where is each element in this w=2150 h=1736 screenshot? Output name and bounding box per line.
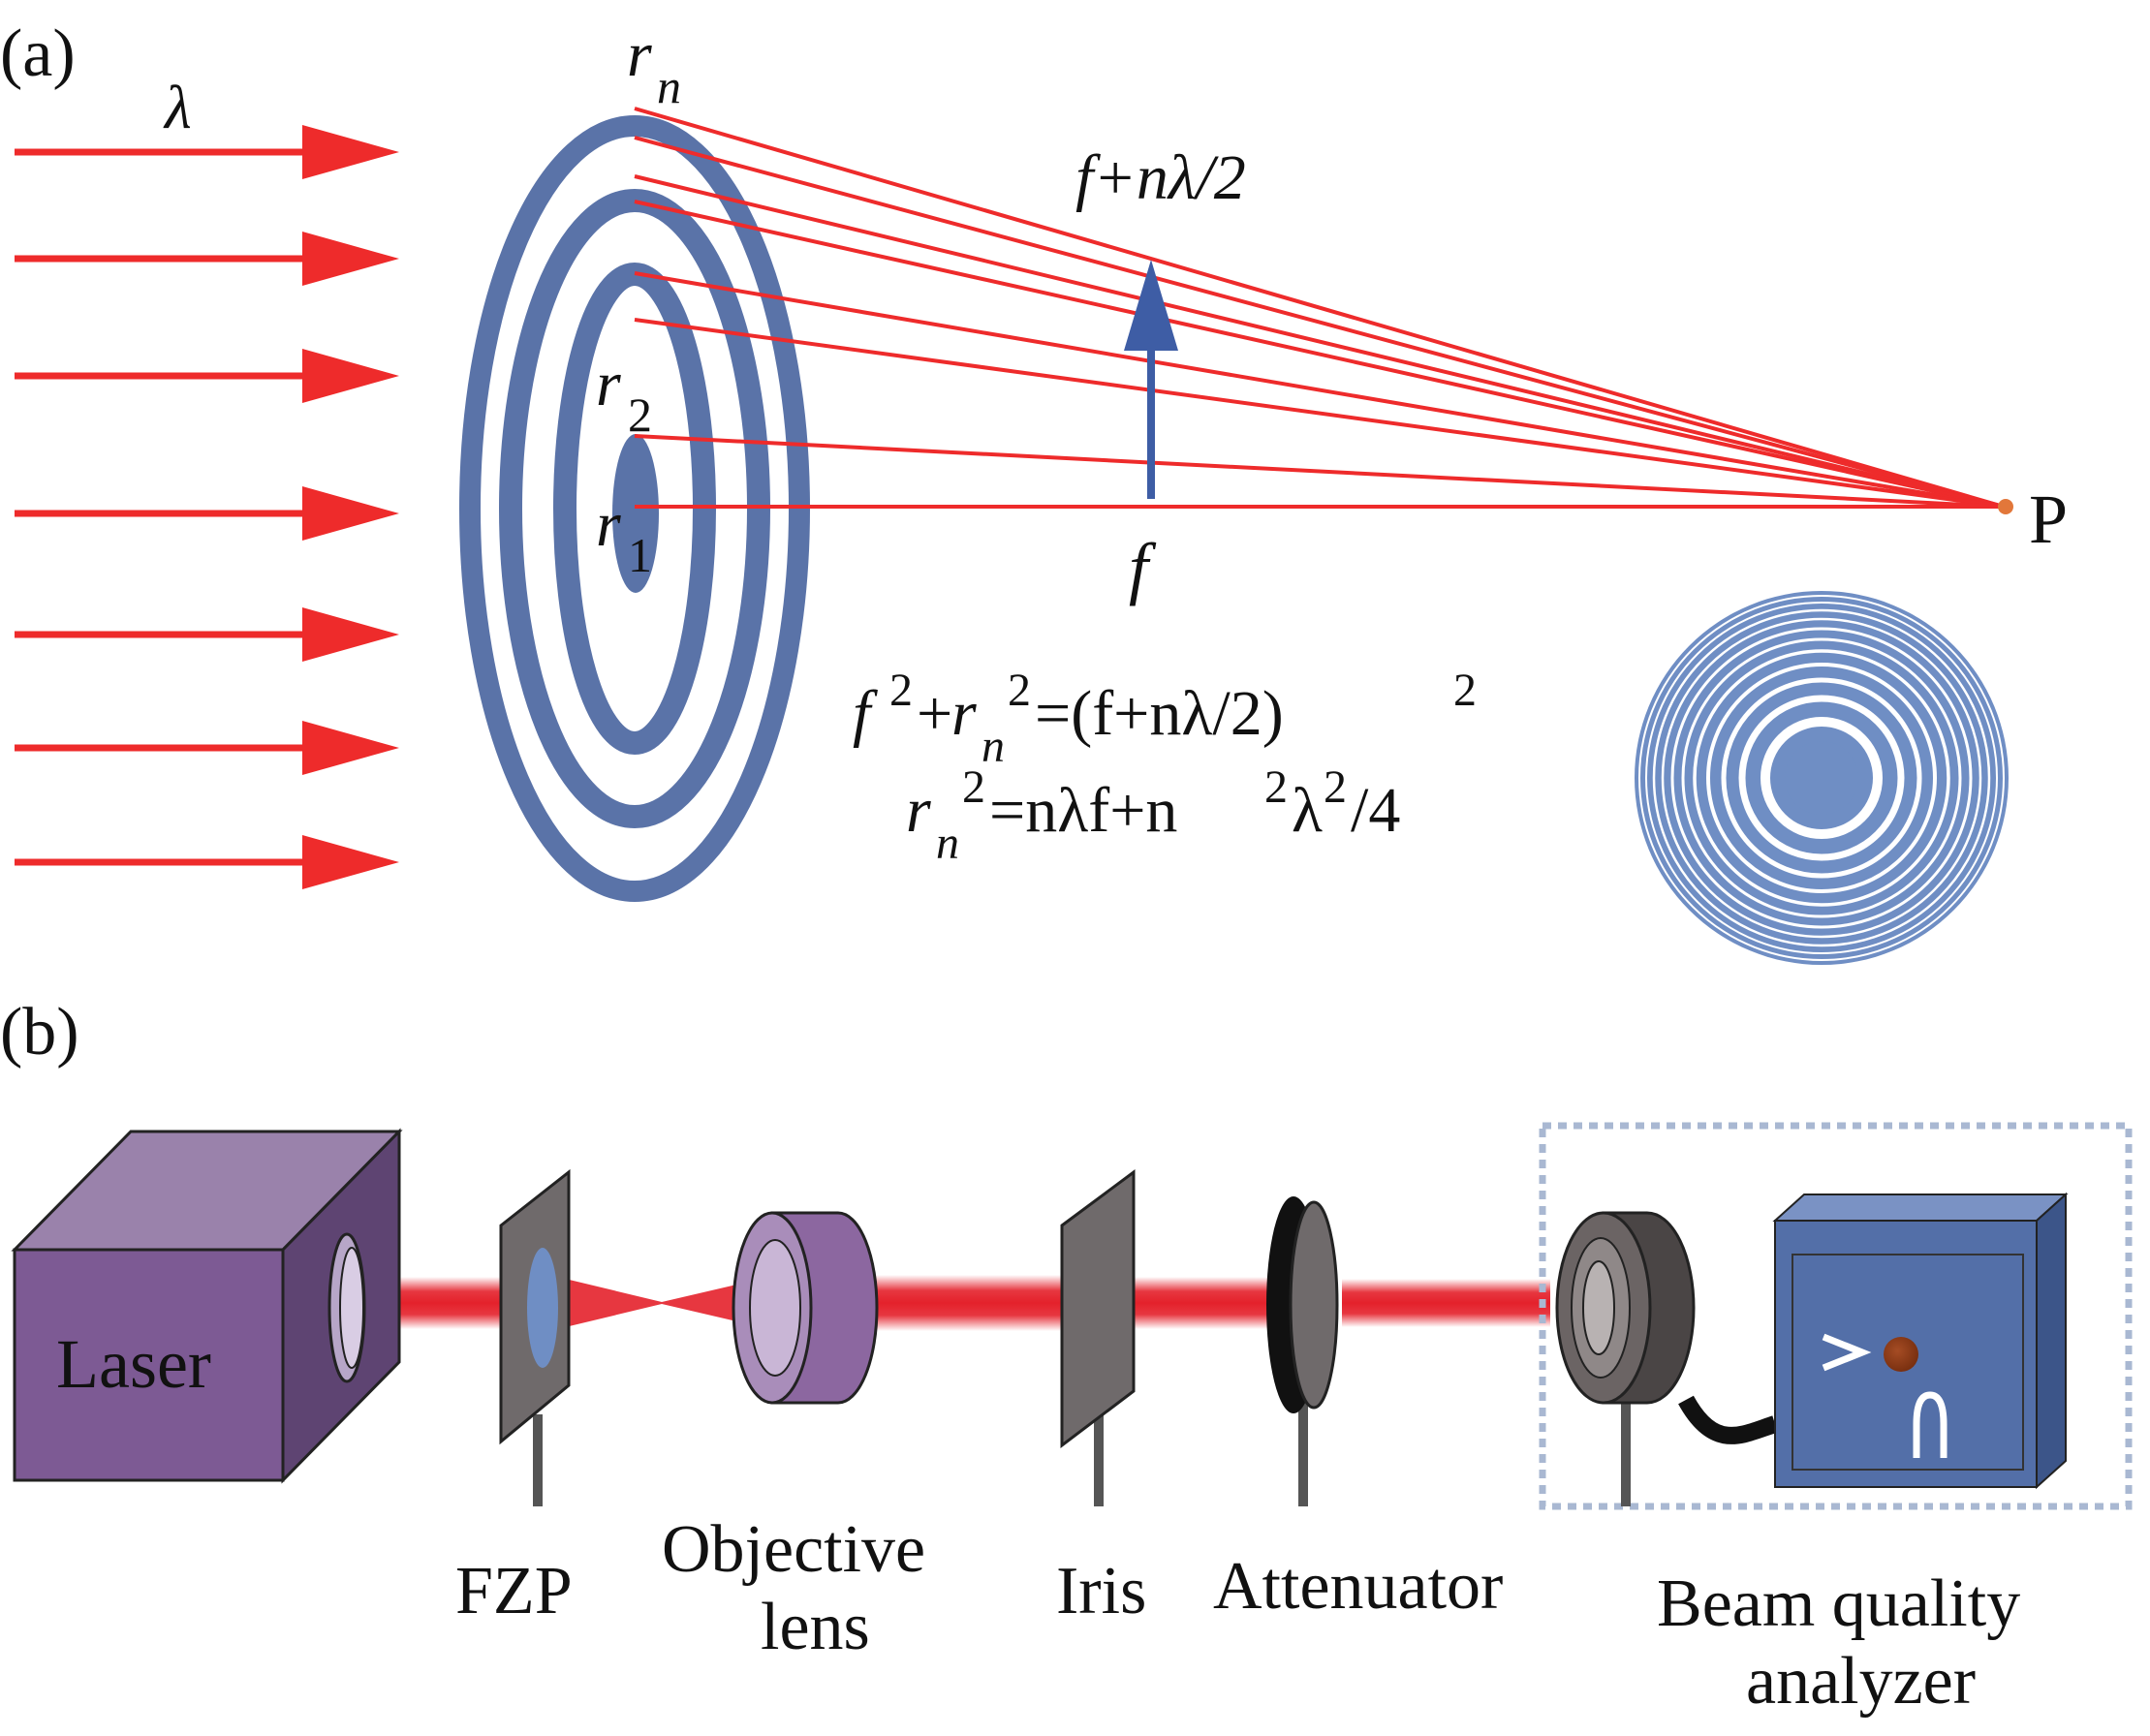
svg-text:2: 2	[628, 388, 652, 442]
ray	[634, 434, 2005, 509]
pattern-ring	[1706, 663, 1937, 893]
svg-text:1: 1	[628, 528, 652, 582]
radius-label-r1: r 1	[596, 489, 652, 582]
zone-center	[612, 434, 659, 593]
ray	[634, 318, 2005, 509]
analyzer-label-line2: analyzer	[1746, 1644, 1976, 1719]
svg-text:2: 2	[889, 665, 913, 716]
wavelength-label: λ	[163, 73, 192, 141]
incident-arrow	[15, 721, 399, 775]
pattern-ring	[1721, 677, 1922, 879]
svg-text:+: +	[917, 678, 952, 749]
ray	[634, 200, 2005, 509]
ray	[634, 107, 2005, 509]
laser-source: Laser	[11, 1128, 403, 1484]
svg-text:r: r	[627, 19, 652, 90]
ray	[634, 174, 2005, 509]
incident-arrow	[15, 607, 399, 662]
svg-text:=nλf+n: =nλf+n	[989, 775, 1177, 846]
panel-a-label: (a)	[0, 16, 76, 91]
pattern-ring	[1670, 627, 1973, 929]
radius-label-rn: r n	[627, 19, 681, 113]
incident-arrow	[15, 125, 399, 179]
svg-text:r: r	[596, 349, 621, 419]
svg-text:2: 2	[962, 761, 985, 813]
incident-arrow	[15, 835, 399, 889]
beam-segment	[1342, 1279, 1550, 1327]
svg-text:2: 2	[1008, 665, 1031, 716]
analyzer-monitor	[1772, 1192, 2069, 1490]
analyzer-frame	[1539, 1122, 2133, 1510]
ray	[634, 136, 2005, 509]
incident-arrow	[15, 349, 399, 403]
svg-text:r: r	[906, 775, 931, 846]
focus-point-label: P	[2029, 480, 2068, 558]
svg-text:r: r	[951, 678, 977, 749]
laser-label: Laser	[56, 1325, 211, 1403]
svg-text:n: n	[982, 721, 1005, 772]
analyzer-profile-y	[1913, 1391, 1947, 1458]
focal-length-label: f	[1129, 529, 1157, 606]
pattern-ring	[1652, 608, 1991, 947]
incident-arrow	[15, 232, 399, 286]
pattern-ring	[1761, 717, 1883, 839]
attenuator-label: Attenuator	[1213, 1549, 1503, 1624]
iris-plate	[1060, 1169, 1136, 1506]
pattern-ring	[1638, 595, 2005, 961]
panel-b: (b) Laser FZP	[0, 995, 2133, 1719]
beam-focus-segment	[557, 1277, 770, 1329]
svg-text:f: f	[853, 678, 878, 749]
beam-segment	[1114, 1277, 1289, 1329]
path-difference-arrow	[1124, 260, 1178, 499]
pattern-ring	[1693, 649, 1950, 907]
pattern-ring	[1738, 695, 1905, 861]
svg-text:/4: /4	[1351, 775, 1400, 846]
equation-1: f 2 + r n 2 =(f+nλ/2) 2	[853, 665, 1477, 772]
objective-label-line1: Objective	[662, 1512, 925, 1587]
analyzer-sensor-head	[1555, 1211, 1778, 1506]
diffracted-rays	[634, 107, 2005, 509]
radius-label-r2: r 2	[596, 349, 652, 442]
attenuator	[1266, 1196, 1339, 1506]
ray	[634, 271, 2005, 509]
equation-2: r n 2 =nλf+n 2 λ 2 /4	[906, 761, 1400, 869]
svg-text:λ: λ	[1292, 775, 1323, 846]
fzp-label: FZP	[455, 1554, 573, 1628]
svg-text:n: n	[657, 59, 681, 113]
objective-label-line2: lens	[761, 1590, 870, 1664]
pattern-ring	[1681, 637, 1962, 918]
incident-arrows	[15, 125, 399, 889]
pattern-center	[1785, 741, 1858, 815]
svg-text:n: n	[936, 818, 959, 869]
pattern-ring	[1661, 617, 1982, 939]
path-length-label: f+nλ/2	[1075, 142, 1246, 213]
beam-segment	[862, 1275, 1066, 1331]
svg-text:r: r	[596, 489, 621, 560]
iris-label: Iris	[1056, 1554, 1146, 1628]
panel-a: (a) λ	[0, 16, 2068, 965]
pattern-ring	[1645, 602, 1998, 954]
panel-b-label: (b)	[0, 995, 79, 1070]
fzp-plate	[499, 1168, 571, 1506]
beam-spot	[1884, 1337, 1918, 1372]
svg-text:2: 2	[1264, 761, 1288, 813]
svg-text:=(f+nλ/2): =(f+nλ/2)	[1035, 678, 1284, 749]
analyzer-label-line1: Beam quality	[1657, 1566, 2020, 1641]
objective-lens	[732, 1211, 879, 1405]
svg-text:2: 2	[1324, 761, 1347, 813]
incident-arrow	[15, 486, 399, 541]
focus-point	[1998, 499, 2013, 514]
zone-plate-pattern	[1635, 591, 2009, 965]
svg-text:2: 2	[1453, 665, 1477, 716]
analyzer-profile-x	[1822, 1333, 1872, 1372]
